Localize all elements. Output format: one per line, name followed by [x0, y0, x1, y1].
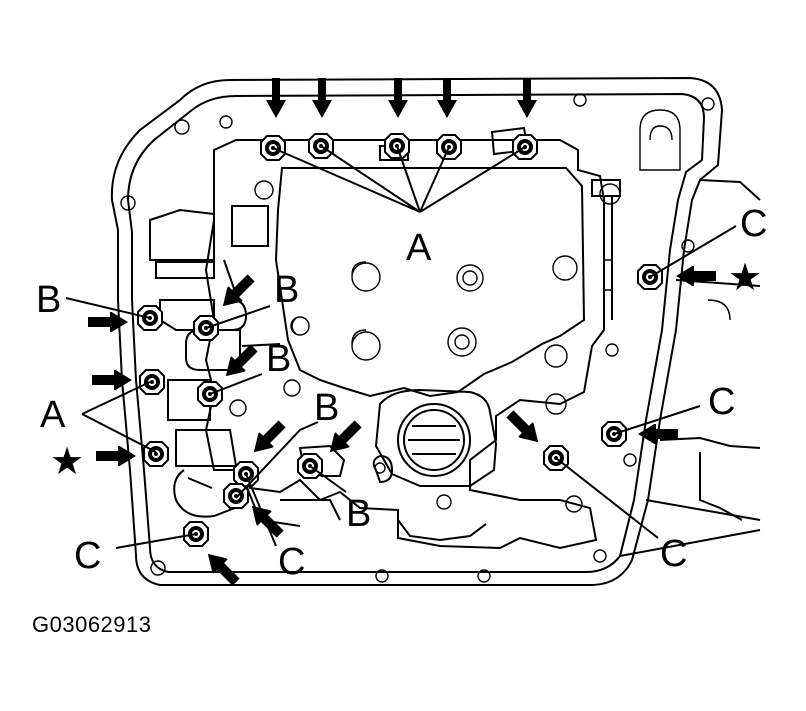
arrow-diagonal-icon [502, 406, 546, 450]
label-c-5: C [278, 541, 305, 583]
arrow-down-icon [388, 78, 408, 118]
star-icon: ★ [50, 439, 84, 483]
label-c-3: C [660, 533, 687, 575]
arrow-down-icon [517, 78, 537, 118]
callout-labels: A A B B B B B C C C C C ★ ★ [36, 203, 767, 583]
leader-lines [65, 145, 737, 549]
label-b-4: B [314, 387, 339, 429]
label-b-3: B [266, 338, 291, 380]
valve-body [149, 126, 621, 550]
label-b-5: B [346, 493, 371, 535]
label-c-2: C [708, 381, 735, 423]
arrow-left-icon [638, 424, 678, 444]
arrow-down-icon [266, 78, 286, 118]
arrow-diagonal-icon [215, 270, 259, 314]
label-b-1: B [36, 279, 61, 321]
label-c-4: C [74, 535, 101, 577]
label-a-left: A [40, 394, 66, 436]
arrow-down-icon [437, 78, 457, 118]
bolt-a-7 [143, 441, 169, 467]
label-b-2: B [274, 269, 299, 311]
arrow-diagonal-icon [200, 546, 244, 590]
arrow-right-icon [92, 370, 132, 390]
star-icon: ★ [728, 255, 762, 299]
bolt-c-5 [223, 483, 249, 509]
figure-id: G03062913 [32, 612, 152, 637]
arrow-down-icon [312, 78, 332, 118]
arrow-diagonal-icon [246, 416, 290, 460]
label-a-top: A [406, 227, 432, 269]
bolt-a-6 [139, 369, 165, 395]
case-outline [110, 76, 761, 586]
label-c-1: C [740, 203, 767, 245]
bolts [137, 133, 663, 547]
arrow-right-icon [88, 312, 128, 332]
